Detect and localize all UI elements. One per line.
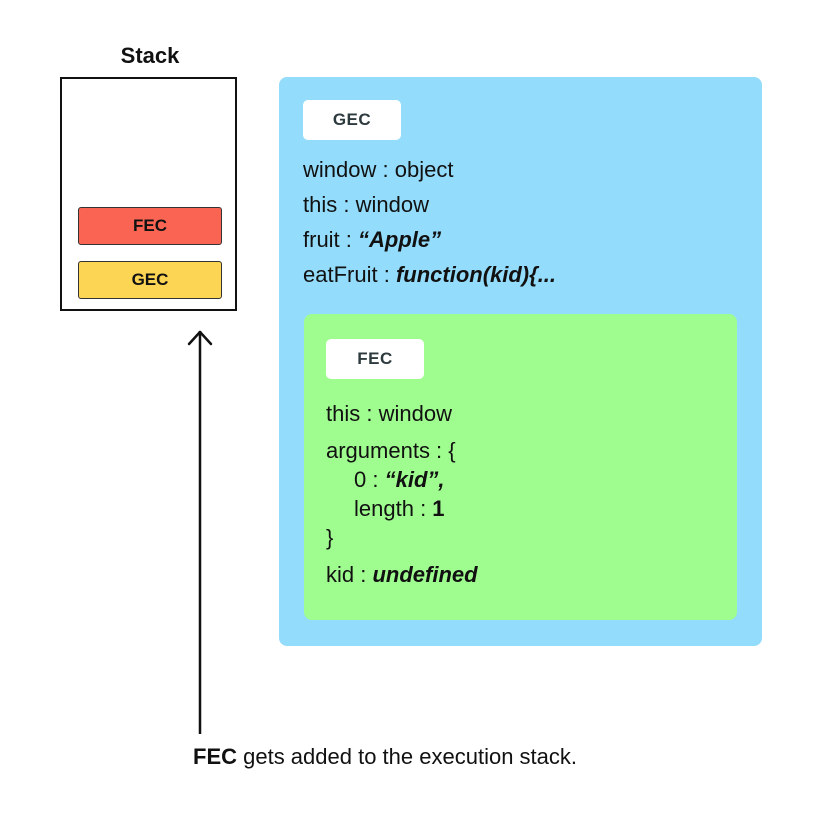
entry-key: this xyxy=(303,192,338,217)
fec-argument-0: 0 : “kid”, xyxy=(326,465,478,494)
fec-entry-kid: kid : undefined xyxy=(326,560,478,589)
stack-frame-gec: GEC xyxy=(78,261,222,299)
entry-key: eatFruit xyxy=(303,262,378,287)
entry-key: length xyxy=(354,496,414,521)
global-execution-context: GEC window : object this : window fruit … xyxy=(279,77,762,646)
fec-arguments-open: arguments : { xyxy=(326,438,456,463)
entry-value: undefined xyxy=(372,562,478,587)
stack-title: Stack xyxy=(120,43,180,68)
entry-separator: : xyxy=(377,262,396,287)
entry-value: object xyxy=(394,157,454,182)
entry-separator: : xyxy=(360,401,379,426)
entry-separator: : xyxy=(366,467,385,492)
entry-separator: : xyxy=(337,192,356,217)
entry-key: 0 xyxy=(354,467,367,492)
fec-arguments-close: } xyxy=(326,525,334,550)
up-arrow-icon xyxy=(187,330,213,734)
function-execution-context: FEC this : window arguments : { 0 : “kid… xyxy=(304,314,737,620)
entry-key: kid xyxy=(326,562,355,587)
caption: FEC gets added to the execution stack. xyxy=(193,743,577,771)
gec-entry-fruit: fruit : “Apple” xyxy=(303,222,556,257)
gec-entry-eatfruit: eatFruit : function(kid){... xyxy=(303,257,556,292)
fec-entry-this: this : window xyxy=(326,399,478,428)
fec-entries: this : window arguments : { 0 : “kid”, l… xyxy=(326,399,478,589)
fec-label-chip: FEC xyxy=(326,339,424,379)
entry-value: 1 xyxy=(432,496,445,521)
entry-key: this xyxy=(326,401,361,426)
stack-frame-fec: FEC xyxy=(78,207,222,245)
entry-key: window xyxy=(303,157,377,182)
caption-strong: FEC xyxy=(193,744,237,769)
entry-value: window xyxy=(355,192,429,217)
gec-entries: window : object this : window fruit : “A… xyxy=(303,152,556,292)
gec-entry-window: window : object xyxy=(303,152,556,187)
execution-stack: FEC GEC xyxy=(60,77,237,311)
entry-separator: : xyxy=(376,157,395,182)
entry-separator: : xyxy=(339,227,359,252)
entry-separator: : xyxy=(413,496,433,521)
gec-entry-this: this : window xyxy=(303,187,556,222)
entry-value: “Apple” xyxy=(358,227,442,252)
fec-argument-length: length : 1 xyxy=(326,494,478,523)
entry-value: window xyxy=(378,401,452,426)
entry-value: function(kid){... xyxy=(395,262,557,287)
caption-text: gets added to the execution stack. xyxy=(237,744,578,769)
entry-separator: : xyxy=(354,562,373,587)
gec-label-chip: GEC xyxy=(303,100,401,140)
entry-value: “kid”, xyxy=(384,467,445,492)
entry-key: fruit xyxy=(303,227,340,252)
